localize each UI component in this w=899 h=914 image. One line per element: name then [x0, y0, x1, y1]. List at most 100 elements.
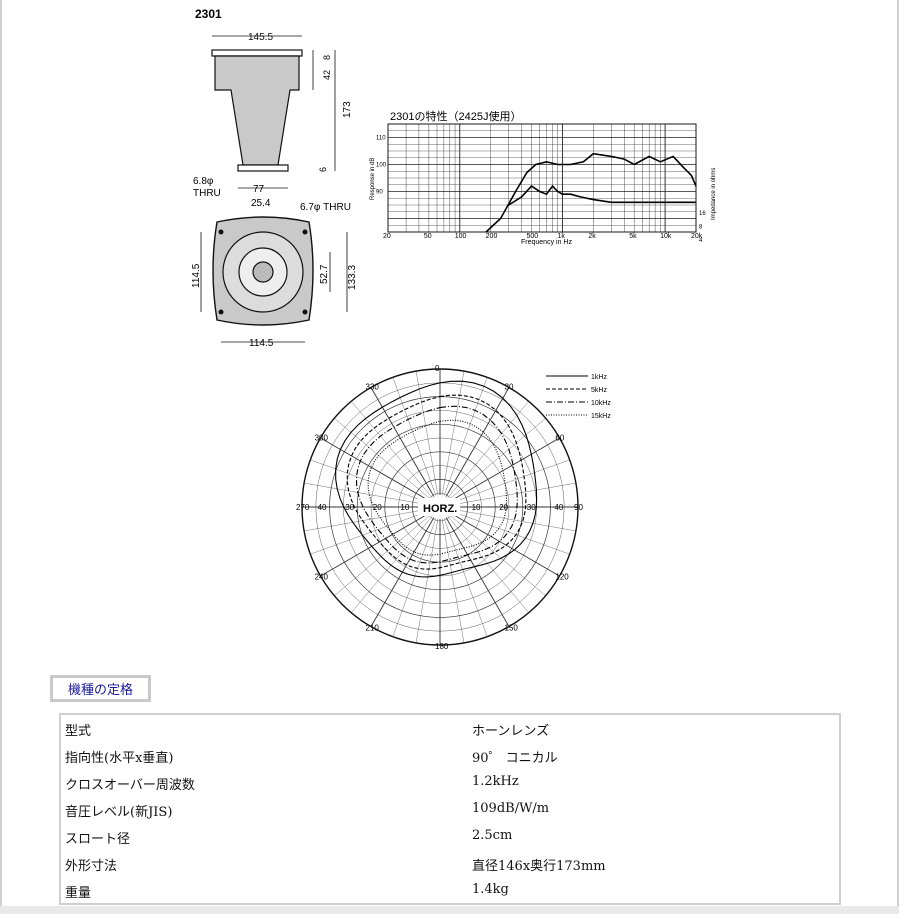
table-row: スロート径 2.5cm	[61, 825, 839, 852]
dim-base-h: 6	[318, 167, 328, 172]
chart-series	[485, 152, 697, 233]
spec-value: 1.4kg	[472, 882, 509, 897]
dim-outer-h: 133.3	[347, 265, 358, 290]
mount-hole-tr	[302, 229, 308, 235]
polar-center-box	[418, 498, 460, 516]
page-frame-right	[897, 0, 899, 914]
spec-label: 指向性(水平x垂直)	[65, 751, 174, 766]
spec-label: クロスオーバー周波数	[65, 778, 195, 793]
polar-spoke	[415, 518, 439, 643]
chart-ylabel: Response in dB	[370, 158, 376, 200]
table-row: 指向性(水平x垂直) 90゜ コニカル	[61, 744, 839, 771]
mount-hole-bl	[218, 309, 224, 315]
polar-spoke	[370, 387, 435, 497]
polar-angle-label: 90	[574, 503, 583, 512]
series-line-2	[508, 184, 696, 206]
dim-hole2-label: 6.7φ THRU	[300, 202, 351, 213]
dim-body-h: 42	[322, 70, 332, 80]
polar-spoke	[445, 387, 510, 497]
spec-section-title-text: 機種の定格	[67, 683, 133, 698]
spec-value: ホーンレンズ	[472, 724, 550, 739]
polar-spoke	[310, 510, 429, 555]
legend-label: 10kHz	[591, 400, 611, 407]
spec-value: 1.2kHz	[472, 774, 519, 789]
chart-title: 2301の特性（2425J使用）	[390, 110, 521, 123]
x-tick-label: 20k	[691, 233, 703, 240]
polar-curve-1	[335, 380, 538, 578]
polar-spoke	[449, 418, 546, 500]
polar-curve-2	[346, 394, 527, 570]
polar-spoke	[451, 482, 576, 506]
polar-center-label: HORZ.	[423, 503, 457, 515]
polar-angle-label: 30	[505, 383, 514, 392]
dim-total-h: 173	[342, 101, 353, 118]
y-tick-label-right: 16	[699, 211, 706, 217]
dim-hole-label: 6.8φ	[193, 176, 214, 187]
polar-spoke	[334, 514, 431, 596]
polar-spoke	[351, 401, 433, 498]
chart-xlabel: Frequency in Hz	[521, 239, 572, 246]
dim-top-width: 145.5	[248, 32, 273, 43]
polar-spoke	[392, 518, 437, 637]
y-tick-label-right: 8	[699, 225, 703, 231]
polar-angle-label: 240	[315, 573, 329, 582]
spec-table: 型式 ホーンレンズ 指向性(水平x垂直) 90゜ コニカル クロスオーバー周波数…	[59, 713, 841, 905]
chart-y-ticks: 110 100 90 16 8 4	[376, 136, 706, 245]
x-tick-label: 200	[486, 233, 498, 240]
polar-curve-3	[355, 405, 518, 564]
y-tick-label: 110	[376, 136, 386, 142]
x-tick-label: 10k	[660, 233, 672, 240]
dim-face-w: 114.5	[249, 338, 274, 349]
spec-label: スロート径	[65, 832, 131, 847]
polar-curves	[335, 380, 538, 578]
spec-label: 型式	[65, 724, 92, 739]
polar-angle-label: 270	[296, 503, 310, 512]
table-row: 型式 ホーンレンズ	[61, 717, 839, 744]
x-tick-label: 20	[383, 233, 391, 240]
polar-radial-label: 10	[472, 503, 481, 512]
dim-hole-suffix: THRU	[193, 188, 221, 199]
polar-angle-label: 330	[366, 383, 380, 392]
polar-radial-label: 30	[527, 503, 536, 512]
polar-spoke	[351, 516, 433, 613]
polar-angle-label: 60	[555, 434, 564, 443]
polar-angle-label: 120	[555, 573, 569, 582]
spec-section-title: 機種の定格	[50, 675, 151, 702]
polar-spoke	[451, 510, 570, 555]
x-tick-label: 50	[424, 233, 432, 240]
dimension-drawing-svg: 2301 145.5 8 42 173 6 77 6.8φ THRU 25.4 …	[191, 7, 358, 349]
dim-inner-w: 25.4	[251, 198, 271, 209]
spec-label: 外形寸法	[65, 859, 118, 874]
polar-radial-label: 40	[318, 503, 327, 512]
spec-value: 直径146x奥行173mm	[472, 859, 606, 874]
polar-spoke	[449, 514, 546, 596]
polar-spoke	[304, 482, 429, 506]
horn-flange	[211, 49, 303, 57]
spec-label: 音圧レベル(新JIS)	[65, 805, 173, 820]
y-tick-label-right: 4	[699, 238, 703, 244]
series-line-1	[485, 152, 697, 233]
dimension-drawing: 2301 145.5 8 42 173 6 77 6.8φ THRU 25.4 …	[185, 0, 365, 352]
spec-value: 2.5cm	[472, 828, 513, 843]
y-tick-label: 100	[376, 163, 387, 169]
page-frame-bottom	[0, 906, 899, 914]
horn-body	[214, 55, 300, 166]
polar-spoke	[447, 516, 529, 613]
polar-spoke	[441, 371, 465, 496]
chart-grid	[387, 123, 697, 233]
spec-label: 重量	[65, 886, 92, 901]
polar-spoke	[320, 512, 430, 577]
y-tick-label: 90	[376, 190, 383, 196]
polar-angle-label: 150	[505, 623, 519, 632]
polar-spoke	[450, 512, 560, 577]
x-tick-label: 100	[455, 233, 467, 240]
spec-value: 90゜ コニカル	[472, 751, 558, 766]
polar-radial-label: 20	[373, 503, 382, 512]
dim-face-h: 114.5	[191, 263, 202, 288]
mount-hole-br	[302, 309, 308, 315]
